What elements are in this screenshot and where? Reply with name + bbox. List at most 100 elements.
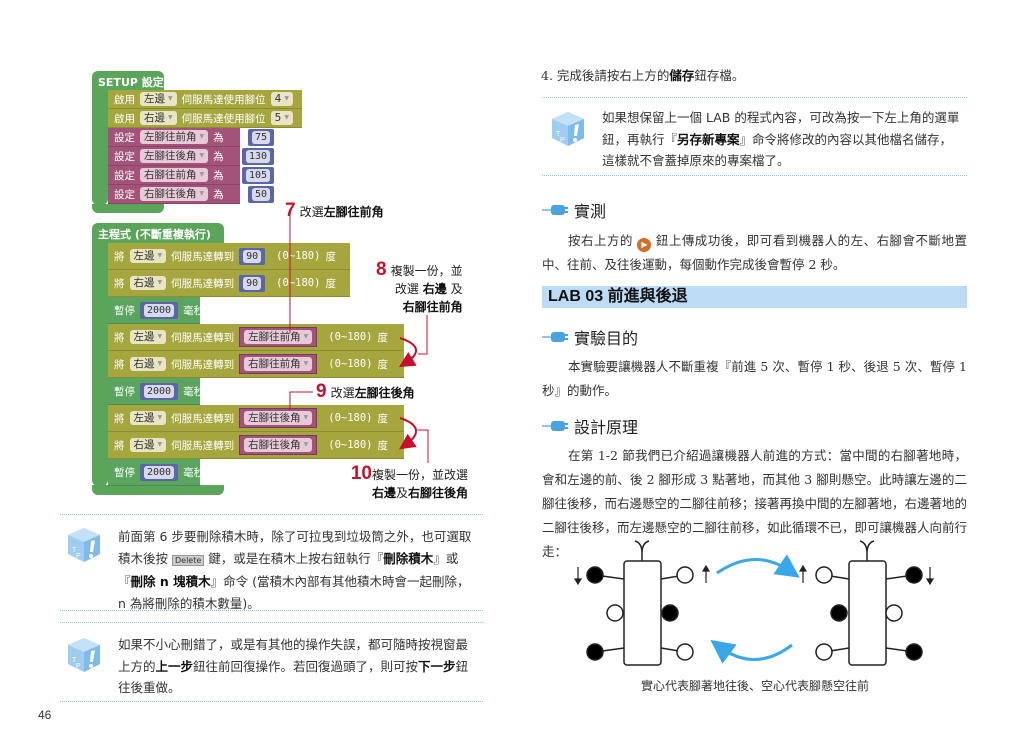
plug-icon [542,421,568,431]
servovar-block[interactable]: 將左邊▼伺服馬達轉到左腳往前角▼(0~180)度 [108,324,404,351]
number-value: 2000 [144,303,175,317]
upload-icon: ▶ [637,238,652,252]
dropdown[interactable]: 左腳往後角▼ [140,149,209,163]
dropdown[interactable]: 右腳往前角▼ [140,168,209,182]
number-value: 130 [245,149,270,163]
block-verb: 設定 [114,131,135,144]
dropdown-value: 左邊 [133,331,155,343]
block-text: 伺服馬達轉到 [171,439,235,452]
chevron-down-icon: ▼ [303,333,309,340]
number-input[interactable]: 2000 [140,463,179,481]
number-value: 2000 [144,384,175,398]
unit-label: 度 [325,277,336,290]
block-text: 為 [213,188,224,201]
dropdown[interactable]: 右腳往前角▼ [244,357,313,371]
step-4: 4. 完成後請按右上方的儲存鈕存檔。 [541,68,745,83]
dropdown[interactable]: 右邊▼ [129,357,167,371]
variable-block[interactable]: 右腳往前角▼ [239,354,318,374]
dropdown[interactable]: 右腳往後角▼ [140,187,209,201]
chevron-down-icon: ▼ [168,114,173,121]
range-label: (0~180) [328,331,373,343]
chevron-down-icon: ▼ [303,414,309,421]
block-verb: 設定 [114,169,135,182]
dropdown-value: 右邊 [144,112,165,124]
number-input[interactable]: 90 [239,274,266,292]
range-label: (0~180) [328,358,373,370]
unit-label: 度 [377,331,389,344]
dropdown[interactable]: 左邊▼ [129,330,167,344]
dropdown-value: 左腳往後角 [144,150,197,162]
dropdown[interactable]: 左邊▼ [129,411,167,425]
dropdown-value: 右邊 [133,439,155,451]
number-input[interactable]: 105 [241,166,274,184]
main-block-foot [92,485,224,495]
block-text: 為 [213,131,224,144]
variable-block[interactable]: 左腳往前角▼ [239,327,318,347]
main-loop-hat-block[interactable]: 主程式 (不斷重複執行) [92,223,224,243]
divider [60,610,483,611]
dropdown[interactable]: 右腳往後角▼ [244,438,313,452]
dropdown-value: 左邊 [144,93,165,105]
dropdown[interactable]: 右邊▼ [129,438,167,452]
heading-test: 實測 [542,198,606,222]
servovar-block[interactable]: 將左邊▼伺服馬達轉到左腳往後角▼(0~180)度 [108,405,404,432]
dropdown[interactable]: 5▼ [270,111,293,125]
block-verb: 啟用 [114,112,135,125]
number-value: 105 [245,168,270,182]
divider [542,175,967,176]
unit-label: 度 [325,250,336,263]
number-input[interactable]: 75 [247,128,274,146]
number-value: 75 [251,130,270,144]
dropdown[interactable]: 右邊▼ [129,276,167,290]
block-verb: 將 [114,277,125,290]
block-verb: 將 [114,250,125,263]
variable-block[interactable]: 右腳往後角▼ [239,435,318,455]
plug-icon [542,332,568,342]
setup-hat-block[interactable]: SETUP 設定 [92,71,164,91]
block-verb: 暫停 [114,466,135,479]
number-value: 50 [251,187,270,201]
dropdown[interactable]: 4▼ [270,92,293,106]
dropdown-value: 右邊 [133,358,155,370]
tip-save-as: 如果想保留上一個 LAB 的程式內容，可改為按一下左上角的選單鈕，再執行『另存新… [602,110,960,168]
block-text: 伺服馬達轉到 [171,358,235,371]
number-input[interactable]: 130 [241,147,274,165]
servovar-block[interactable]: 將右邊▼伺服馬達轉到右腳往後角▼(0~180)度 [108,432,404,459]
dropdown[interactable]: 左邊▼ [140,92,177,106]
block-verb: 將 [114,331,125,344]
number-input[interactable]: 50 [247,185,274,203]
unit-label: 度 [377,358,389,371]
robot-gait-diagram [573,540,935,666]
set-block[interactable]: 設定左腳往前角▼ 為 75 [108,128,274,147]
heading-purpose: 實驗目的 [542,325,638,349]
dropdown[interactable]: 右邊▼ [140,111,177,125]
block-verb: 將 [114,439,125,452]
number-input[interactable]: 90 [239,247,266,265]
number-input[interactable]: 2000 [140,301,179,319]
dropdown-value: 左腳往後角 [248,412,301,424]
dropdown[interactable]: 左腳往後角▼ [244,411,313,425]
unit-label: 度 [377,439,389,452]
number-input[interactable]: 2000 [140,382,179,400]
dropdown[interactable]: 左邊▼ [129,249,167,263]
chevron-down-icon: ▼ [199,190,205,197]
dropdown[interactable]: 左腳往前角▼ [244,330,313,344]
chevron-down-icon: ▼ [199,152,205,159]
servovar-block[interactable]: 將右邊▼伺服馬達轉到右腳往前角▼(0~180)度 [108,351,404,378]
variable-block[interactable]: 左腳往後角▼ [239,408,318,428]
dropdown[interactable]: 左腳往前角▼ [140,130,209,144]
main-block-body [92,243,108,486]
